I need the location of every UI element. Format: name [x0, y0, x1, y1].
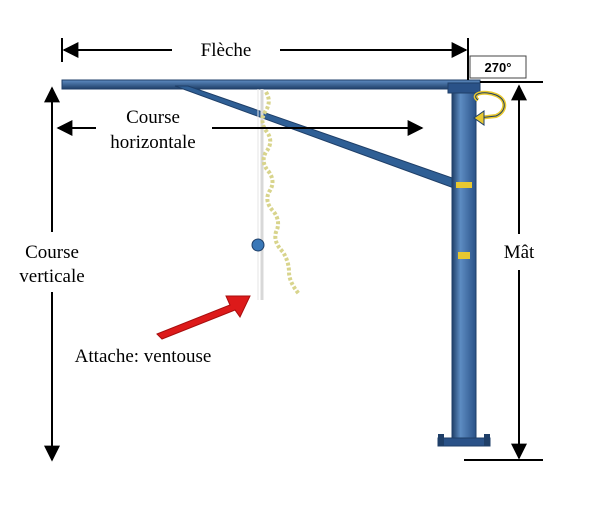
dimension-lines	[44, 38, 543, 462]
course-verticale-label-line1: Course	[25, 242, 79, 263]
diagonal-brace	[174, 85, 459, 189]
attachment-pointer-arrow	[156, 295, 251, 340]
mast-cap	[447, 82, 481, 94]
course-horizontale-label-line1: Course	[126, 107, 180, 128]
fleche-label: Flèche	[201, 40, 252, 61]
course-horizontale-label-line2: horizontale	[110, 132, 195, 153]
base-plate	[437, 437, 491, 447]
mast	[451, 87, 477, 445]
course-verticale-label-line2: verticale	[19, 266, 84, 287]
yellow-band-lower	[458, 252, 470, 259]
base-foot-right	[484, 434, 490, 446]
crane	[61, 79, 491, 447]
yellow-band-upper	[456, 182, 472, 188]
hook-ball	[251, 238, 265, 252]
hoist	[251, 89, 301, 300]
hoist-chain	[260, 90, 301, 296]
rotation-arrow-icon	[473, 90, 507, 126]
mat-label: Mât	[504, 242, 535, 263]
boom	[61, 79, 481, 90]
rotation-label: 270°	[485, 60, 512, 75]
base-foot-left	[438, 434, 444, 446]
attache-label: Attache: ventouse	[75, 346, 212, 367]
rotation-label-box	[469, 55, 527, 79]
